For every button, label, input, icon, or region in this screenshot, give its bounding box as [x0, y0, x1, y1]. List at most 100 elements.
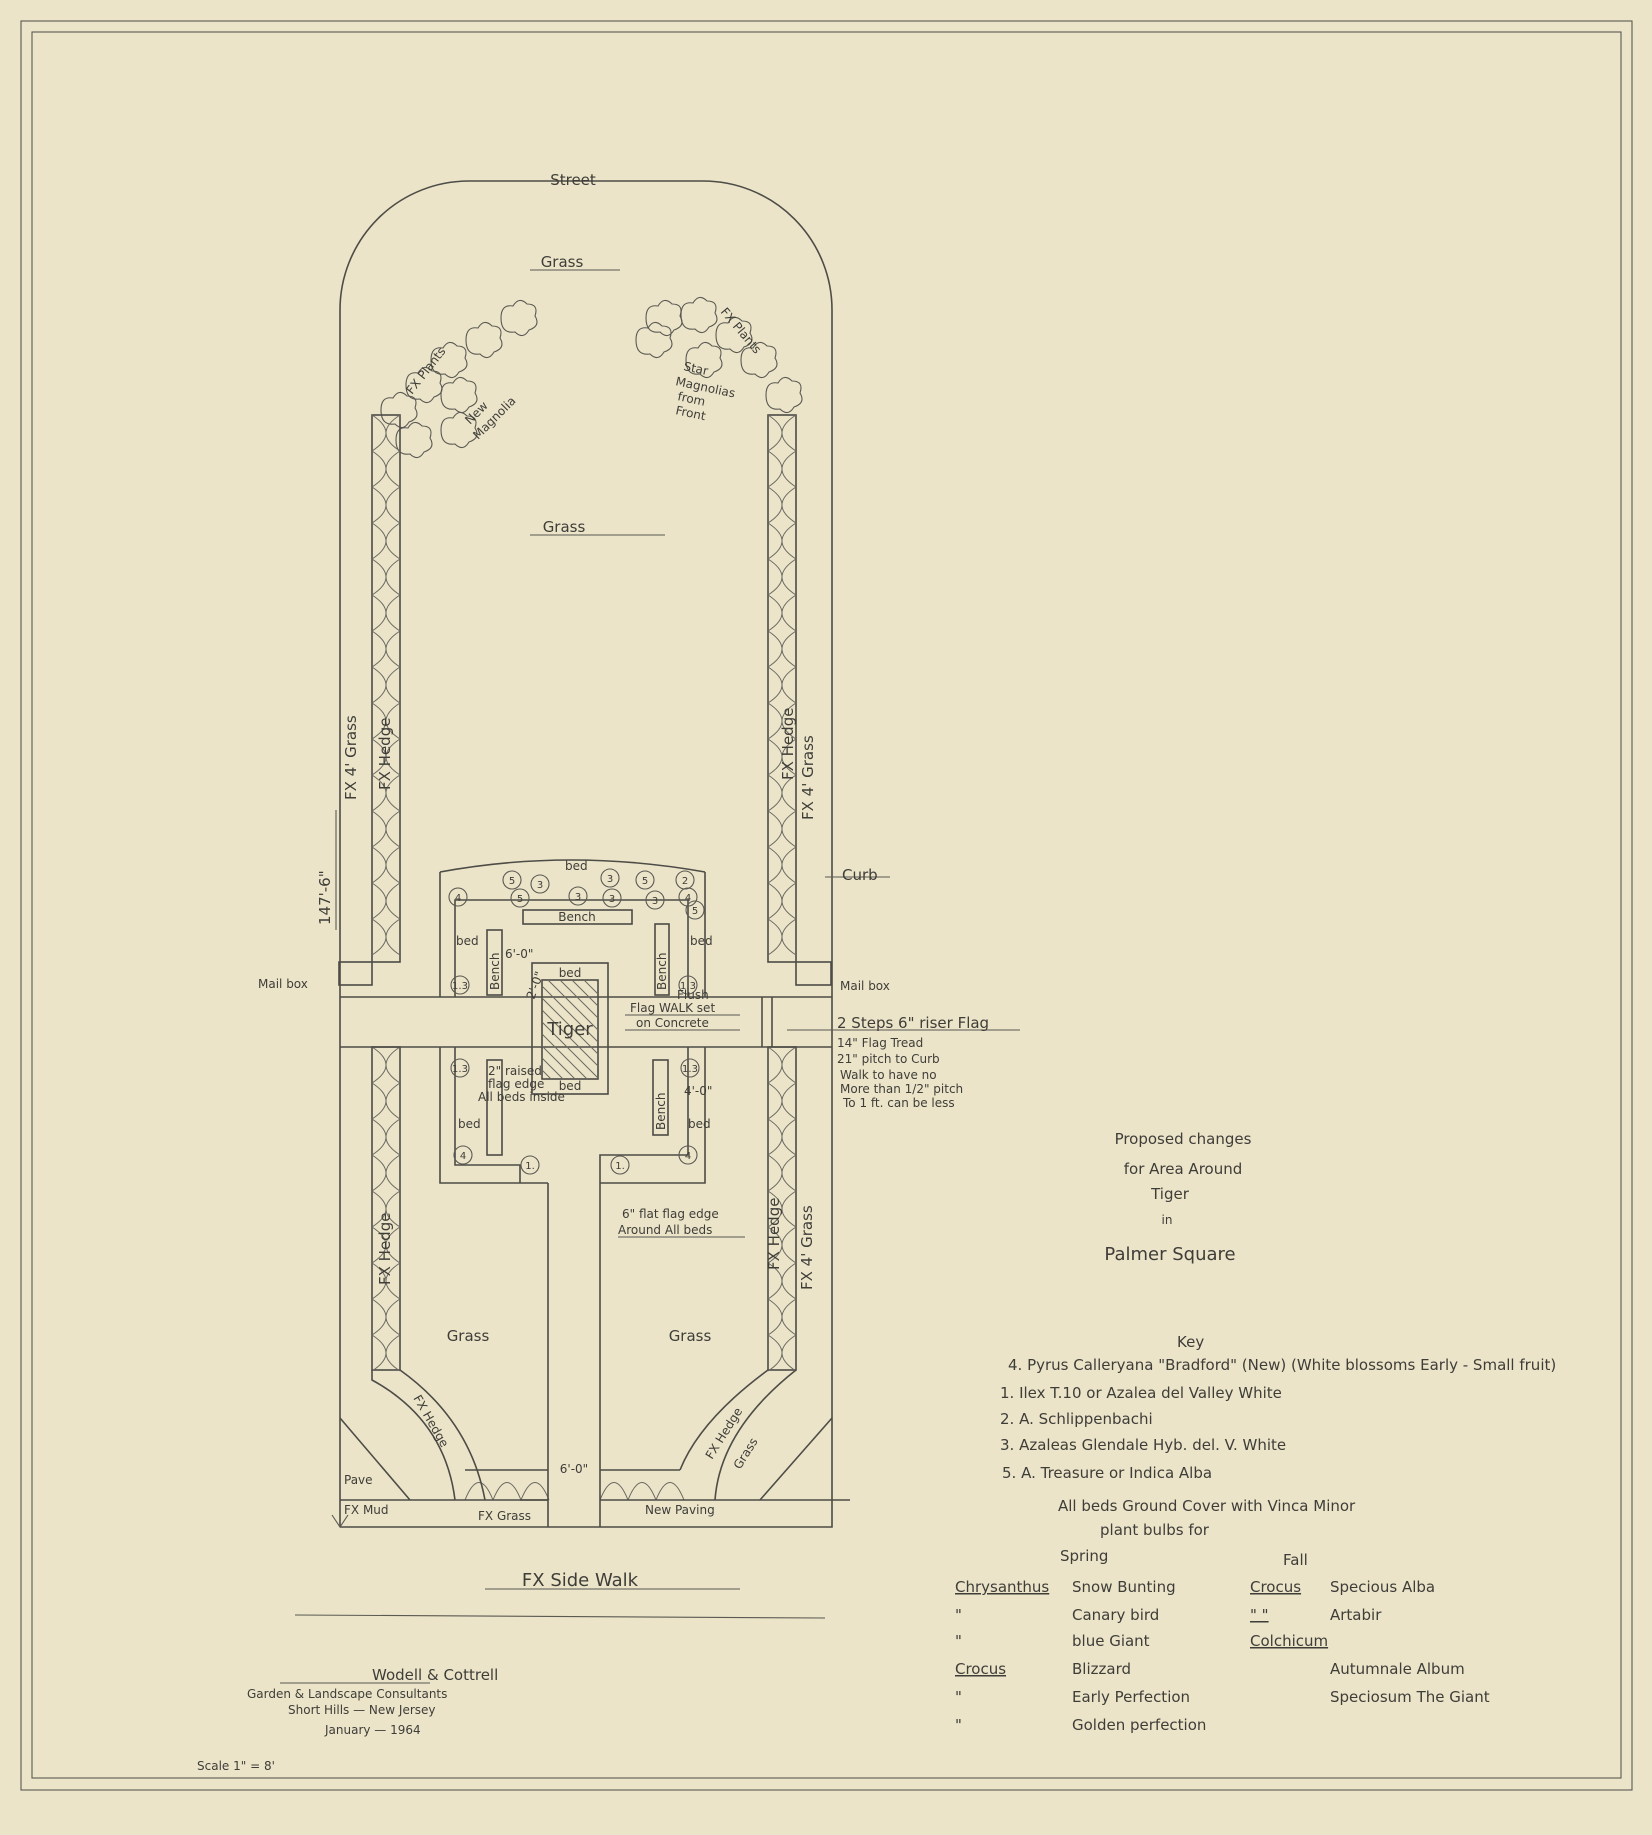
plant-circle-icon [530, 874, 550, 894]
key-item: 1. Ilex T.10 or Azalea del Valley White [1000, 1384, 1282, 1402]
steps-note-line3: 21" pitch to Curb [837, 1052, 940, 1066]
plant-marker-label: 5 [517, 894, 523, 905]
shrub-icon [405, 366, 443, 404]
site-outline [339, 180, 833, 1528]
plant-circle-icon [450, 1058, 470, 1078]
steps-note-line6: To 1 ft. can be less [842, 1096, 955, 1110]
raised-edge-line3: All beds inside [478, 1090, 565, 1104]
spring-variety: Canary bird [1072, 1606, 1159, 1624]
hedge-pattern [464, 1482, 685, 1501]
plant-marker: 4 [678, 1145, 698, 1165]
star-magnolias-line1: Star [682, 359, 709, 378]
shrub-icon [685, 341, 723, 379]
plant-marker-label: 3 [652, 896, 658, 907]
tiger-bed [531, 962, 609, 1095]
proposal-line3: Tiger [1150, 1185, 1190, 1203]
spring-heading: Spring [1060, 1547, 1108, 1565]
left-fx-hedge-label: FX Hedge [376, 718, 394, 790]
fx-grass-bottom-label: FX Grass [478, 1509, 531, 1523]
plant-marker-label: 1.3 [452, 981, 468, 992]
plant-circle-icon [680, 1058, 700, 1078]
plant-marker-label: 1. [615, 1161, 625, 1172]
shrub-icon [715, 316, 753, 354]
shrub-icon [430, 341, 468, 379]
plant-marker-label: 1.3 [682, 1064, 698, 1075]
bench-label: Bench [654, 1093, 668, 1130]
plant-marker-label: 4 [455, 893, 461, 904]
plant-circle-icon [610, 1155, 630, 1175]
lower-hedges [371, 1369, 850, 1501]
bulbs-intro: plant bulbs for [1100, 1521, 1210, 1539]
firm-location: Short Hills — New Jersey [288, 1703, 436, 1717]
shrub-icon [500, 299, 538, 337]
plant-marker-label: 3 [609, 894, 615, 905]
fall-variety: Specious Alba [1330, 1578, 1435, 1596]
proposal-line1: Proposed changes [1115, 1130, 1252, 1148]
plant-marker-label: 3 [575, 892, 581, 903]
proposal-line2: for Area Around [1124, 1160, 1243, 1178]
hedge-pattern [767, 1046, 797, 1372]
grass-middle-label: Grass [543, 518, 586, 536]
flat-edge-line2: Around All beds [618, 1223, 712, 1237]
plant-marker: 1.3 [680, 1058, 700, 1078]
plant-circle-icon [678, 887, 698, 907]
curved-bed-edge [439, 859, 706, 873]
hedge-pattern [767, 414, 797, 956]
fall-genus: Crocus [1250, 1578, 1301, 1596]
flat-edge-line1: 6" flat flag edge [622, 1207, 719, 1221]
shrub-icon [465, 321, 503, 359]
plant-marker-label: 4 [685, 1151, 691, 1162]
plant-circle-icon [520, 1155, 540, 1175]
outer-border [20, 20, 1633, 1791]
spring-genus: Crocus [955, 1660, 1006, 1678]
spring-variety: blue Giant [1072, 1632, 1150, 1650]
lower-fx-hedge-right-label: FX Hedge [765, 1198, 783, 1270]
plant-circle-icon [568, 886, 588, 906]
steps-note-line5: More than 1/2" pitch [840, 1082, 963, 1096]
shrub-icon [740, 341, 778, 379]
bench-lower-right [652, 1059, 669, 1136]
fx-mud-label: FX Mud [344, 1503, 389, 1517]
hatch-lines [541, 979, 599, 1080]
mailbox-right [795, 961, 832, 986]
dim-6-0-label: 6'-0" [505, 947, 533, 961]
sidewalk-line [294, 1614, 826, 1619]
mailbox-right-label: Mail box [840, 979, 890, 993]
proposal-line4: in [1162, 1213, 1173, 1227]
right-fx-grass-label: FX 4' Grass [799, 735, 817, 820]
plant-marker: 3 [600, 868, 620, 888]
plant-circle-icon [510, 888, 530, 908]
mailbox-left-label: Mail box [258, 977, 308, 991]
plant-marker-label: 3 [607, 874, 613, 885]
fall-variety: Artabir [1330, 1606, 1382, 1624]
plant-marker: 1. [610, 1155, 630, 1175]
fall-genus: " " [1250, 1606, 1269, 1624]
key-item: 5. A. Treasure or Indica Alba [1002, 1464, 1212, 1482]
plant-marker-label: 1.3 [452, 1064, 468, 1075]
curb-label: Curb [842, 866, 878, 884]
hedge-strip [767, 414, 797, 963]
plant-circle-icon [635, 870, 655, 890]
key-item: 3. Azaleas Glendale Hyb. del. V. White [1000, 1436, 1286, 1454]
plant-marker: 5 [510, 888, 530, 908]
garden-outer-edge [439, 872, 706, 1184]
lower-fx-hedge-left-label: FX Hedge [376, 1213, 394, 1285]
plant-marker: 1.3 [450, 975, 470, 995]
plant-marker: 4 [448, 887, 468, 907]
garden-inner-edge [454, 899, 689, 1183]
bed-label-vertical: bed [456, 934, 479, 948]
plant-circle-icon [678, 975, 698, 995]
fx-side-walk-label: FX Side Walk [522, 1570, 639, 1591]
star-magnolias-line4: Front [674, 403, 707, 423]
bed-label: bed [559, 966, 582, 980]
new-paving-label: New Paving [645, 1503, 715, 1517]
shrub-icon [395, 421, 433, 459]
bench-label: Bench [558, 910, 595, 924]
bench-left [486, 929, 503, 996]
shrub-icon [635, 321, 673, 359]
plant-circle-icon [678, 1145, 698, 1165]
firm-name: Wodell & Cottrell [372, 1666, 498, 1684]
bed-label-vertical: bed [688, 1117, 711, 1131]
shrub-icon [440, 376, 478, 414]
